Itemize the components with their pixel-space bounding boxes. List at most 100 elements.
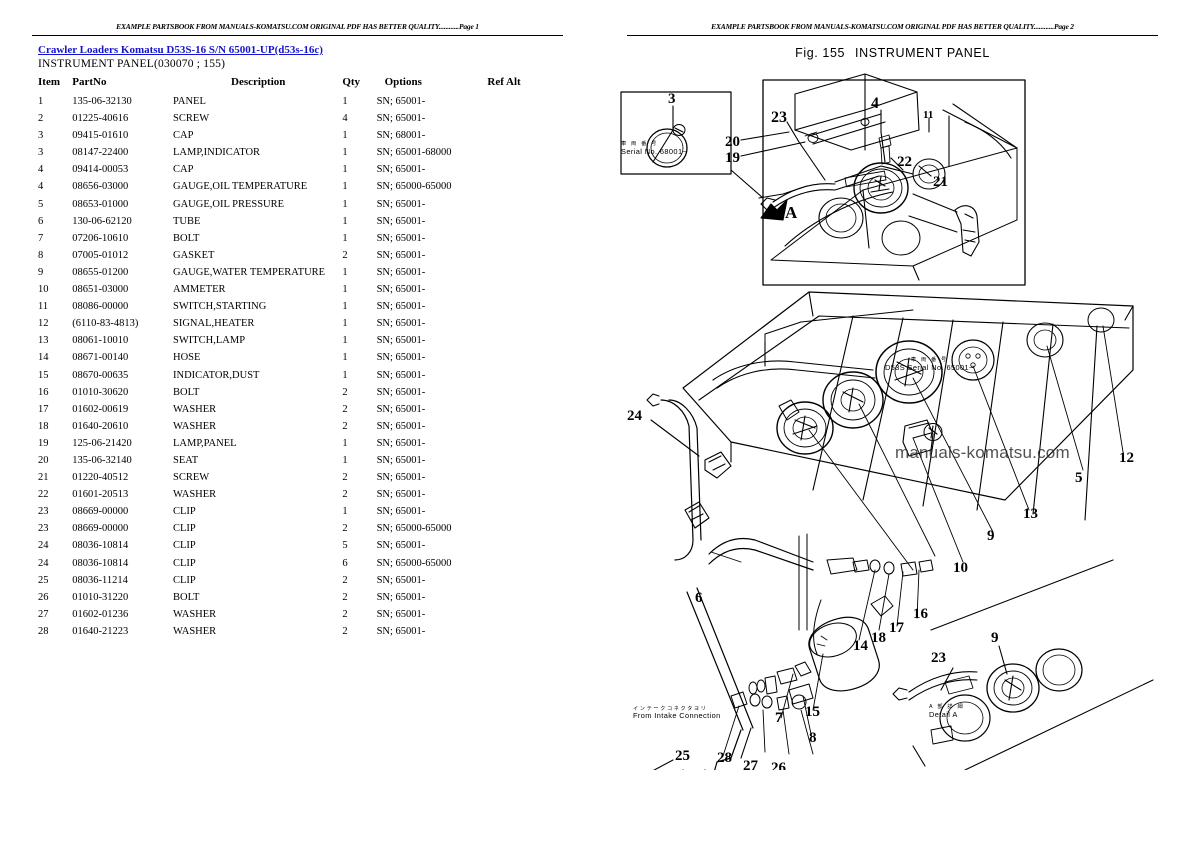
cell-qty: 1 (342, 130, 348, 142)
cell-refalt (487, 110, 558, 127)
callout-19: 19 (725, 150, 740, 166)
callout-12: 12 (1119, 450, 1134, 466)
cell-qty: 1 (342, 147, 348, 159)
cell-description: CLIP (173, 506, 196, 518)
inset-caption-top-left-en: Serial No. 68001~ (621, 146, 688, 156)
cell-options: SN; 65001- (376, 420, 426, 432)
cell-options: SN; 65001- (376, 386, 426, 398)
callout-26: 26 (771, 760, 787, 770)
cell-qty: 1 (342, 198, 348, 210)
cell-options: SN; 65001- (376, 403, 426, 415)
cell-partno: 01010-31220 (72, 591, 129, 603)
cell-partno: 08651-03000 (72, 284, 129, 296)
cell-refalt (487, 589, 558, 606)
cell-refalt (487, 537, 558, 554)
cell-description: WASHER (173, 625, 217, 637)
table-header-row: Item PartNo Description Qty Options Ref … (38, 76, 558, 93)
callout-15: 15 (805, 704, 820, 720)
intake-connection-note: インテークコネクタヨリ From Intake Connection (633, 706, 721, 721)
cell-partno: 08669-00000 (72, 506, 129, 518)
cell-partno: 09414-00053 (72, 164, 129, 176)
section-label-a: A (785, 203, 798, 222)
callout-28: 28 (717, 750, 732, 766)
cell-partno: 135-06-32140 (72, 454, 132, 466)
cell-partno: 01220-40512 (72, 472, 129, 484)
cell-qty: 2 (342, 574, 348, 586)
cell-description: SEAT (173, 454, 199, 466)
cell-description: WASHER (173, 489, 217, 501)
cell-description: CLIP (173, 523, 196, 535)
col-header-refalt: Ref Alt (487, 76, 521, 88)
cell-qty: 6 (342, 557, 348, 569)
cell-description: LAMP,PANEL (173, 437, 237, 449)
cell-item: 21 (38, 472, 49, 484)
cell-qty: 2 (342, 489, 348, 501)
cell-refalt (487, 178, 558, 195)
cell-qty: 1 (342, 96, 348, 107)
intake-note-jp: インテークコネクタヨリ (633, 706, 708, 712)
cell-options: SN; 65001- (376, 489, 426, 501)
inset-box-top-left (620, 91, 764, 199)
cell-refalt (487, 503, 558, 520)
callout-14: 14 (853, 638, 869, 654)
cell-description: AMMETER (173, 284, 226, 296)
cell-refalt (487, 196, 558, 213)
callout-18: 18 (871, 630, 886, 646)
cell-item: 4 (38, 181, 44, 193)
cell-partno: 08669-00000 (72, 523, 129, 535)
cell-options: SN; 65001- (376, 232, 426, 244)
cell-options: SN; 65001- (376, 96, 426, 107)
callout-7: 7 (775, 710, 783, 726)
dust-indicator (808, 595, 894, 692)
cell-description: SWITCH,LAMP (173, 335, 246, 347)
callout-10: 10 (953, 560, 968, 576)
cell-item: 12 (38, 318, 49, 330)
cell-description: SWITCH,STARTING (173, 301, 267, 313)
cell-qty: 1 (342, 164, 348, 176)
callout-23-detail: 23 (931, 650, 946, 666)
cell-item: 1 (38, 96, 44, 107)
exploded-view-illustration: 3 (613, 70, 1173, 770)
cell-options: SN; 65001- (376, 369, 426, 381)
switch-lamp (902, 419, 934, 457)
model-title-link[interactable]: Crawler Loaders Komatsu D53S-16 S/N 6500… (38, 44, 323, 56)
cell-partno: 08671-00140 (72, 352, 129, 364)
cell-options: SN; 65001- (376, 506, 426, 518)
cell-item: 17 (38, 403, 49, 415)
cell-item: 10 (38, 284, 49, 296)
cell-partno: 08036-11214 (72, 574, 128, 586)
cell-item: 22 (38, 489, 49, 501)
cell-options: SN; 68001- (376, 130, 426, 142)
cell-partno: 08670-00635 (72, 369, 129, 381)
cell-options: SN; 65000-65000 (376, 523, 452, 535)
cell-refalt (487, 520, 558, 537)
cell-refalt (487, 264, 558, 281)
left-header-text: EXAMPLE PARTSBOOK FROM MANUALS-KOMATSU.C… (32, 22, 563, 31)
cell-partno: (6110-83-4813) (72, 318, 139, 330)
cell-partno: 130-06-62120 (72, 215, 132, 227)
cell-qty: 1 (342, 284, 348, 296)
cell-options: SN; 65001- (376, 266, 426, 278)
callout-17: 17 (889, 620, 905, 636)
cell-item: 2 (38, 113, 44, 125)
cell-refalt (487, 161, 558, 178)
cell-partno: 125-06-21420 (72, 437, 132, 449)
callout-25: 25 (675, 748, 690, 764)
cell-item: 15 (38, 369, 49, 381)
callout-22: 22 (897, 154, 912, 170)
cell-options: SN; 65001-68000 (376, 147, 452, 159)
cell-options: SN; 65000-65000 (376, 181, 452, 193)
cell-description: GASKET (173, 249, 215, 261)
